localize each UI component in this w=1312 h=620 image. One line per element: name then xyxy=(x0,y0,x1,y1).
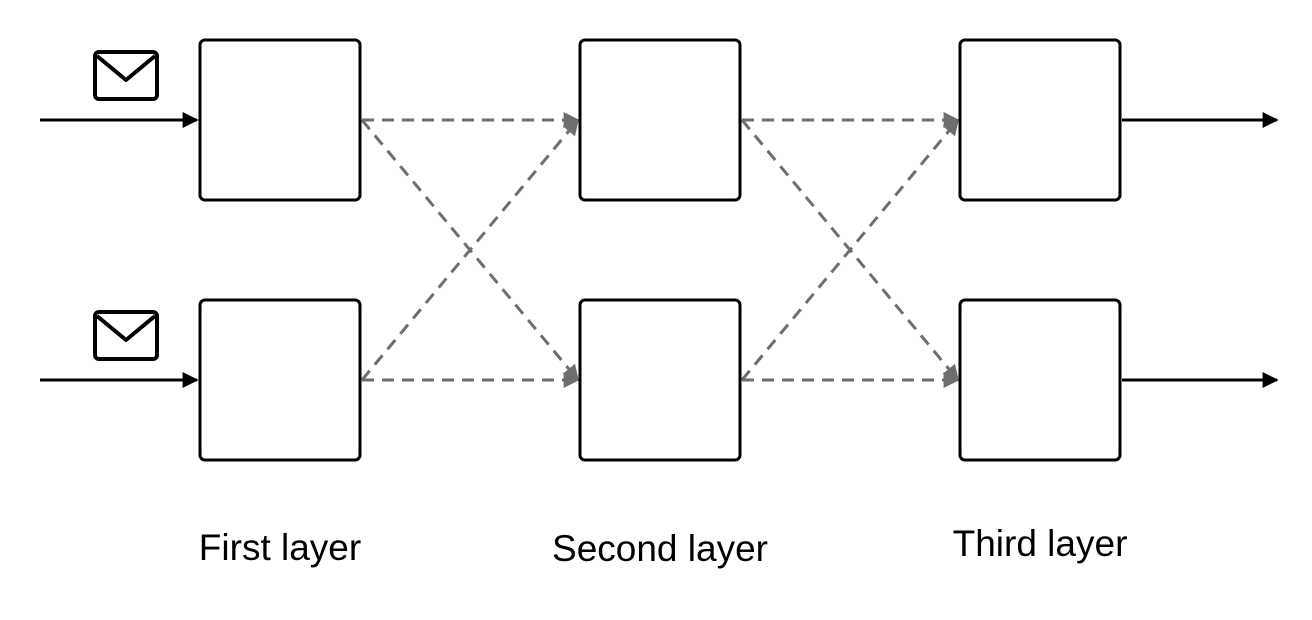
node-layer2-bottom xyxy=(578,298,742,462)
layer-label-second: Second layer xyxy=(552,528,768,569)
layer-label-first: First layer xyxy=(199,527,361,568)
edge-l2-bottom-to-l3-top xyxy=(740,118,960,381)
envelope-icon xyxy=(93,50,159,101)
node-layer1-top xyxy=(198,38,362,202)
node-layer1-bottom xyxy=(198,298,362,462)
node-layer2-top xyxy=(578,38,742,202)
envelope-icon xyxy=(93,310,159,361)
node-layer3-bottom xyxy=(958,298,1122,462)
layer-label-third: Third layer xyxy=(953,523,1128,564)
edge-l1-bottom-to-l2-top xyxy=(360,118,580,381)
node-layer3-top xyxy=(958,38,1122,202)
